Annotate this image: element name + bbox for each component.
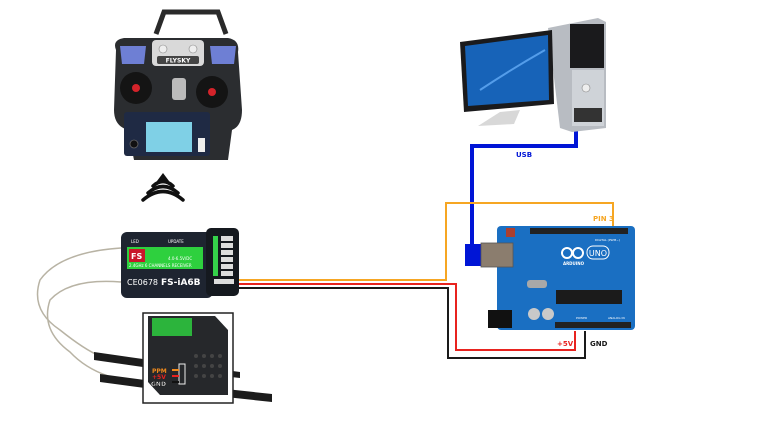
arduino-uno: ARDUINO UNO DIGITAL (PWM~) POWER ANALOG … bbox=[480, 226, 635, 330]
transmitter: FLYSKY bbox=[114, 9, 242, 160]
arduino-power-label: POWER bbox=[576, 316, 587, 320]
receiver-voltage: 4.0-6.5V/DC bbox=[168, 256, 192, 261]
wireless-signal-icon bbox=[141, 173, 185, 202]
inset-ppm-label: PPM bbox=[152, 368, 167, 375]
arduino-analog-label: ANALOG IN bbox=[608, 316, 625, 320]
arduino-digital-label: DIGITAL (PWM~) bbox=[595, 238, 620, 242]
arduino-model: UNO bbox=[589, 249, 607, 258]
connector-inset: PPM +5V GND bbox=[142, 312, 234, 404]
inset-gnd-label: GND bbox=[151, 381, 166, 388]
ground-wire bbox=[238, 287, 586, 359]
usb-plug bbox=[465, 244, 481, 266]
transmitter-screen bbox=[146, 122, 192, 152]
gnd-label: GND bbox=[590, 340, 608, 348]
plus5v-label: +5V bbox=[557, 340, 574, 348]
receiver-model: FS-iA6B bbox=[161, 278, 201, 288]
pin3-label: PIN 3 bbox=[593, 215, 614, 223]
receiver-led-label: LED bbox=[131, 239, 139, 244]
receiver-freq: 2.4GHz 6 CHANNELS RECEIVER bbox=[129, 263, 192, 268]
arduino-brand: ARDUINO bbox=[563, 261, 585, 266]
power-wire bbox=[238, 283, 576, 351]
inset-5v-label: +5V bbox=[152, 374, 166, 381]
transmitter-brand: FLYSKY bbox=[166, 58, 191, 65]
monitor-screen bbox=[465, 35, 549, 106]
usb-wire bbox=[470, 120, 578, 248]
computer bbox=[460, 18, 606, 132]
receiver-channel-pins bbox=[213, 236, 234, 284]
receiver-update-label: UPDATE bbox=[168, 239, 184, 244]
receiver: LED UPDATE FS 4.0-6.5V/DC 2.4GHz 6 CHANN… bbox=[121, 228, 239, 298]
receiver-ce-mark: CE0678 bbox=[127, 278, 158, 287]
receiver-brand: FS bbox=[131, 252, 142, 261]
arduino-logo: ARDUINO UNO bbox=[561, 245, 610, 266]
signal-wire bbox=[238, 202, 614, 281]
usb-label: USB bbox=[516, 151, 532, 159]
